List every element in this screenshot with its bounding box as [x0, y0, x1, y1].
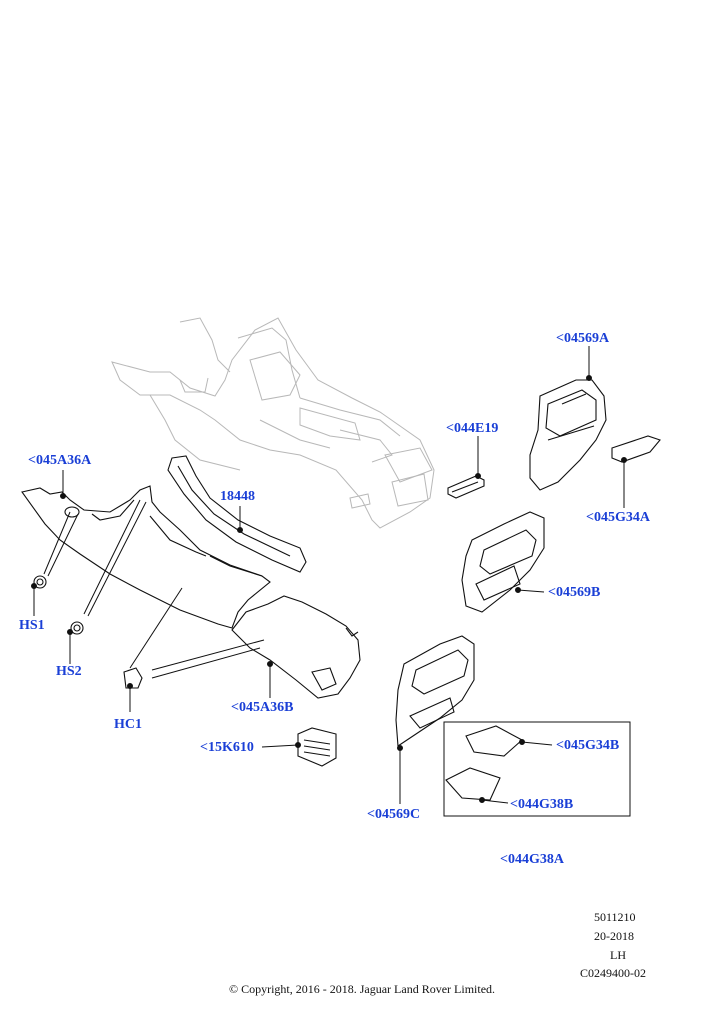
- part-045G34A-pad: [611, 435, 661, 463]
- part-04569A-bezel: [529, 379, 607, 491]
- callout-HS1[interactable]: HS1: [19, 618, 45, 633]
- part-04569B-bezel: [461, 511, 545, 613]
- reference-code: C0249400-02: [580, 966, 646, 980]
- part-045G34B-pad: [465, 725, 523, 757]
- leader-lines: [31, 346, 627, 804]
- reference-side: LH: [610, 948, 626, 962]
- part-18448-strip: [167, 455, 307, 573]
- reference-number: 5011210: [594, 910, 636, 924]
- part-15K610-vent: [297, 727, 337, 767]
- callout-04569C[interactable]: <04569C: [367, 807, 421, 822]
- inset-box: [443, 721, 631, 817]
- part-044E19: [447, 475, 485, 499]
- ghost-center-console: [111, 317, 435, 529]
- callout-18448[interactable]: 18448: [220, 489, 255, 504]
- callout-045A36B[interactable]: <045A36B: [231, 700, 294, 715]
- part-044G38B-pad: [445, 767, 501, 801]
- part-04569C-bezel: [395, 635, 475, 747]
- part-045A36B-panel: [231, 595, 361, 699]
- callout-045A36A[interactable]: <045A36A: [28, 453, 92, 468]
- part-045A36A-panel: [21, 485, 271, 629]
- callout-HC1[interactable]: HC1: [114, 717, 142, 732]
- callout-044G38A[interactable]: <044G38A: [500, 852, 564, 867]
- callout-044G38B[interactable]: <044G38B: [510, 797, 574, 812]
- callout-HS2[interactable]: HS2: [56, 664, 82, 679]
- callout-15K610[interactable]: <15K610: [200, 740, 254, 755]
- hardware-fasteners: [33, 575, 143, 689]
- reference-date: 20-2018: [594, 929, 634, 943]
- copyright-notice: © Copyright, 2016 - 2018. Jaguar Land Ro…: [228, 982, 496, 996]
- callout-04569A[interactable]: <04569A: [556, 331, 610, 346]
- callout-04569B[interactable]: <04569B: [548, 585, 601, 600]
- callout-045G34A[interactable]: <045G34A: [586, 510, 650, 525]
- callout-045G34B[interactable]: <045G34B: [556, 738, 620, 753]
- callout-044E19[interactable]: <044E19: [446, 421, 499, 436]
